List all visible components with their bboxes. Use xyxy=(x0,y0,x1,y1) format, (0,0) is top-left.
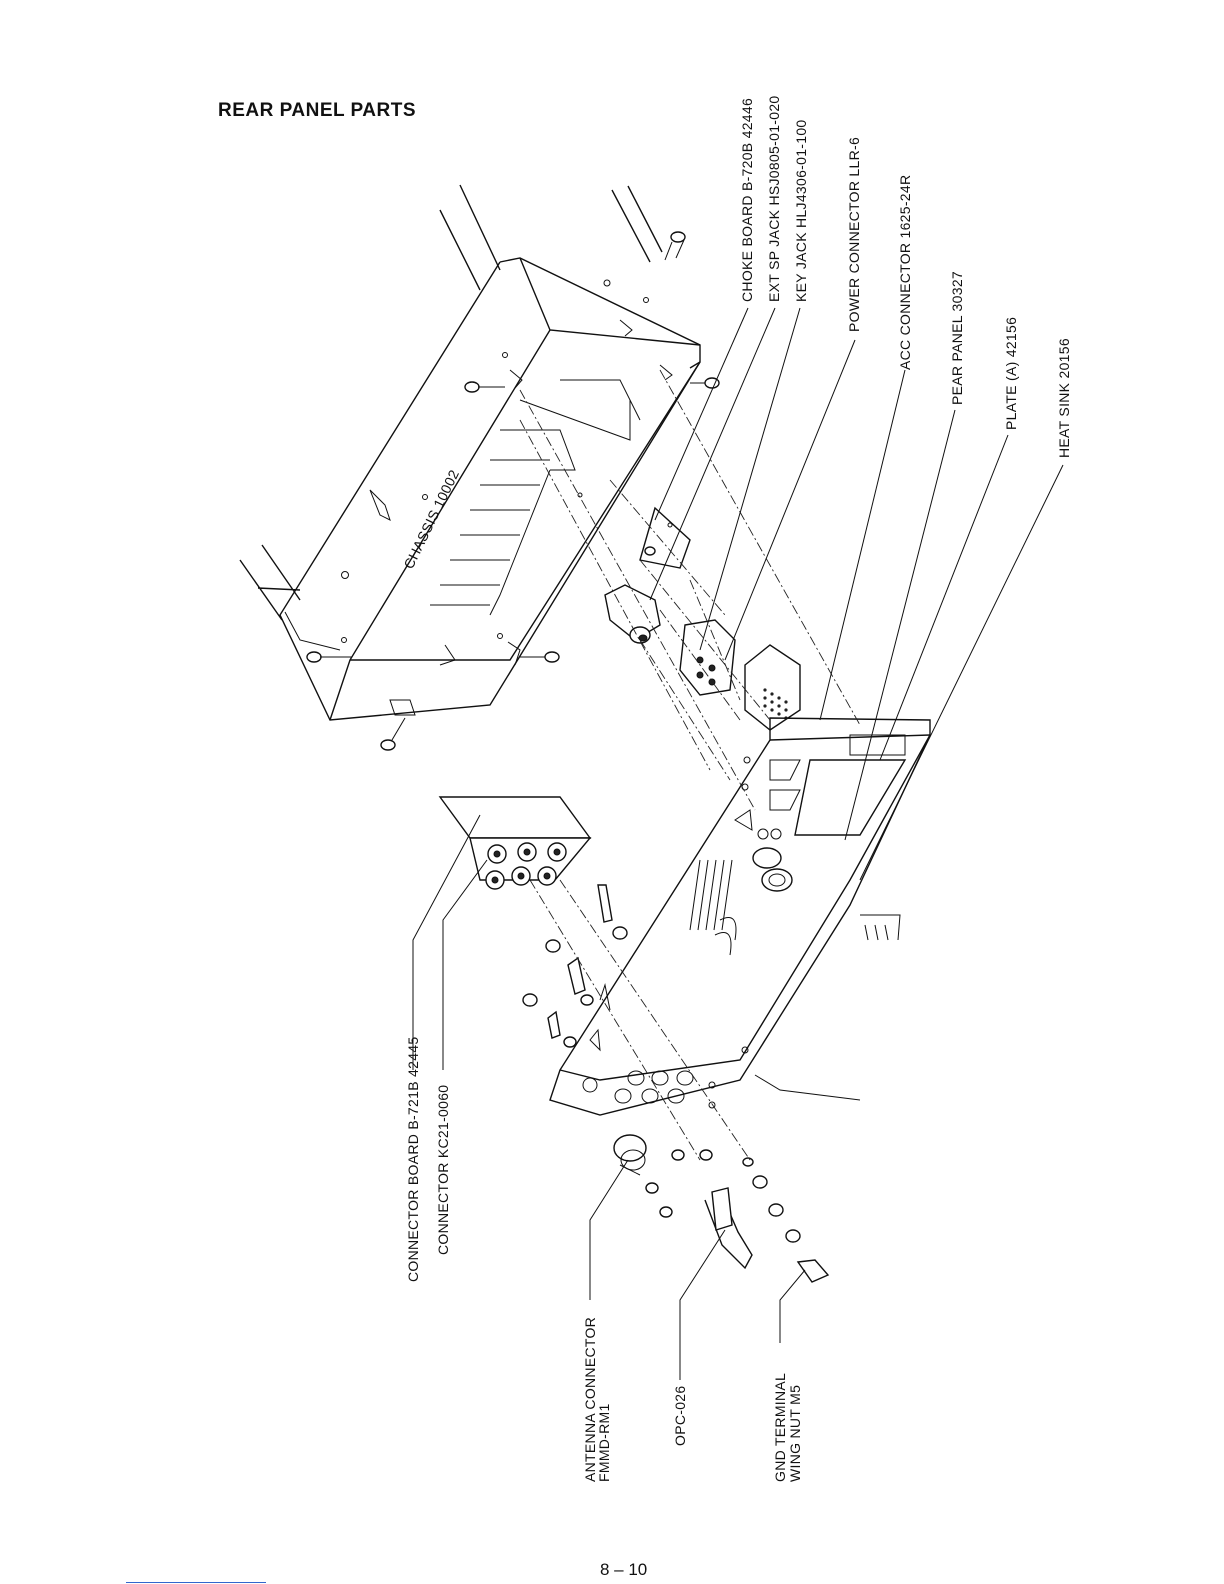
label-rear-panel: PEAR PANEL 30327 xyxy=(949,271,965,405)
label-connector-board: CONNECTOR BOARD B-721B 42445 xyxy=(405,1037,421,1282)
label-antenna-connector-2: FMMD-RM1 xyxy=(596,1403,612,1482)
leader-lines xyxy=(412,307,1064,1380)
label-power-connector: POWER CONNECTOR LLR-6 xyxy=(846,137,862,332)
label-ext-sp-jack: EXT SP JACK HSJ0805-01-020 xyxy=(766,96,782,303)
chassis-label: CHASSIS 10002 xyxy=(400,467,462,571)
gnd-terminal-part xyxy=(742,1157,830,1283)
ext-sp-jack-part xyxy=(604,584,661,644)
label-gnd-terminal-2: WING NUT M5 xyxy=(787,1385,803,1482)
page-number: 8 – 10 xyxy=(600,1560,648,1579)
label-gnd-terminal-1: GND TERMINAL xyxy=(772,1373,788,1482)
chassis-screw xyxy=(306,231,720,751)
label-heat-sink: HEAT SINK 20156 xyxy=(1056,338,1072,458)
antenna-connector-part xyxy=(613,1134,713,1218)
connector-board-part xyxy=(438,796,628,1048)
footer-rule xyxy=(126,1582,266,1583)
choke-board-part xyxy=(639,506,691,569)
rear-panel-part xyxy=(549,717,931,1116)
label-plate-a: PLATE (A) 42156 xyxy=(1003,317,1019,430)
chassis-part: CHASSIS 10002 xyxy=(239,184,720,751)
label-acc-connector: ACC CONNECTOR 1625-24R xyxy=(897,175,913,370)
label-connector: CONNECTOR KC21-0060 xyxy=(435,1085,451,1255)
plate-a-part xyxy=(794,759,907,836)
part-labels: CHOKE BOARD B-720B 42446 EXT SP JACK HSJ… xyxy=(405,96,1072,1483)
label-key-jack: KEY JACK HLJ4306-01-100 xyxy=(793,119,809,302)
label-opc: OPC-026 xyxy=(672,1386,688,1446)
page-title: REAR PANEL PARTS xyxy=(218,100,417,121)
power-connector-part xyxy=(679,619,736,696)
label-antenna-connector-1: ANTENNA CONNECTOR xyxy=(582,1317,598,1482)
opc-026-part xyxy=(704,1187,753,1270)
assembly-lines xyxy=(519,369,861,1161)
label-choke-board: CHOKE BOARD B-720B 42446 xyxy=(739,98,755,302)
connector-kc21 xyxy=(485,842,567,890)
acc-connector-part xyxy=(744,644,801,731)
